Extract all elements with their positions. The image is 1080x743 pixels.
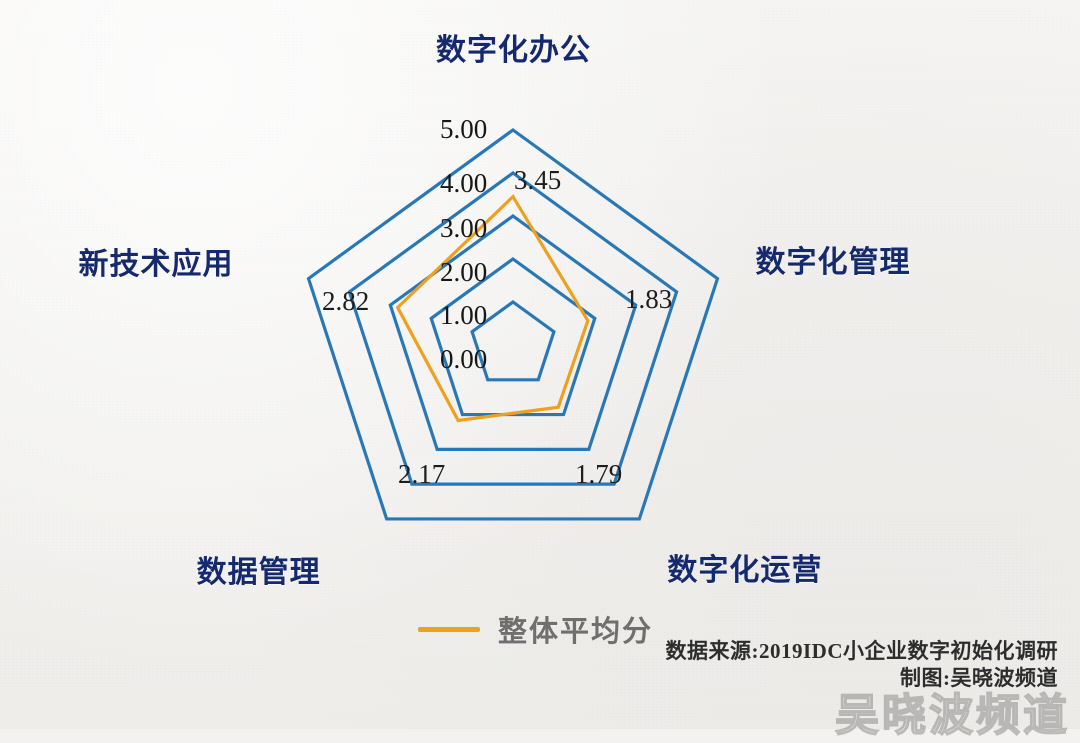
channel-watermark: 吴晓波频道 <box>834 690 1070 741</box>
source-note: 数据来源:2019IDC小企业数字初始化调研 制图:吴晓波频道 <box>658 638 1058 692</box>
data-value-new-tech-application: 2.82 <box>322 286 370 316</box>
radar-grid <box>306 128 720 521</box>
legend-series-label: 整体平均分 <box>498 616 654 648</box>
axis-label-digital-office: 数字化办公 <box>436 34 591 67</box>
radial-tick-1: 1.00 <box>440 300 488 330</box>
radial-tick-5: 5.00 <box>440 114 488 144</box>
chart-legend: 整体平均分 <box>418 608 653 650</box>
data-value-digital-operations: 1.79 <box>575 459 623 489</box>
data-value-data-management: 2.17 <box>398 459 446 489</box>
axis-label-new-tech-application: 新技术应用 <box>78 247 234 281</box>
axis-label-digital-management: 数字化管理 <box>755 245 911 279</box>
radial-tick-2: 2.00 <box>440 257 488 287</box>
source-line-2: 制图:吴晓波频道 <box>900 665 1058 690</box>
data-value-digital-management: 1.83 <box>625 284 673 314</box>
source-line-1: 数据来源:2019IDC小企业数字初始化调研 <box>665 639 1058 663</box>
radial-tick-3: 3.00 <box>440 213 488 243</box>
axis-label-data-management: 数据管理 <box>196 555 321 589</box>
radial-tick-4: 4.00 <box>440 168 488 198</box>
radar-series-polygons <box>395 194 590 423</box>
data-value-digital-office: 3.45 <box>514 165 562 195</box>
axis-label-digital-operations: 数字化运营 <box>667 553 823 587</box>
line-swatch-icon <box>418 626 480 632</box>
radial-tick-0: 0.00 <box>440 344 488 374</box>
